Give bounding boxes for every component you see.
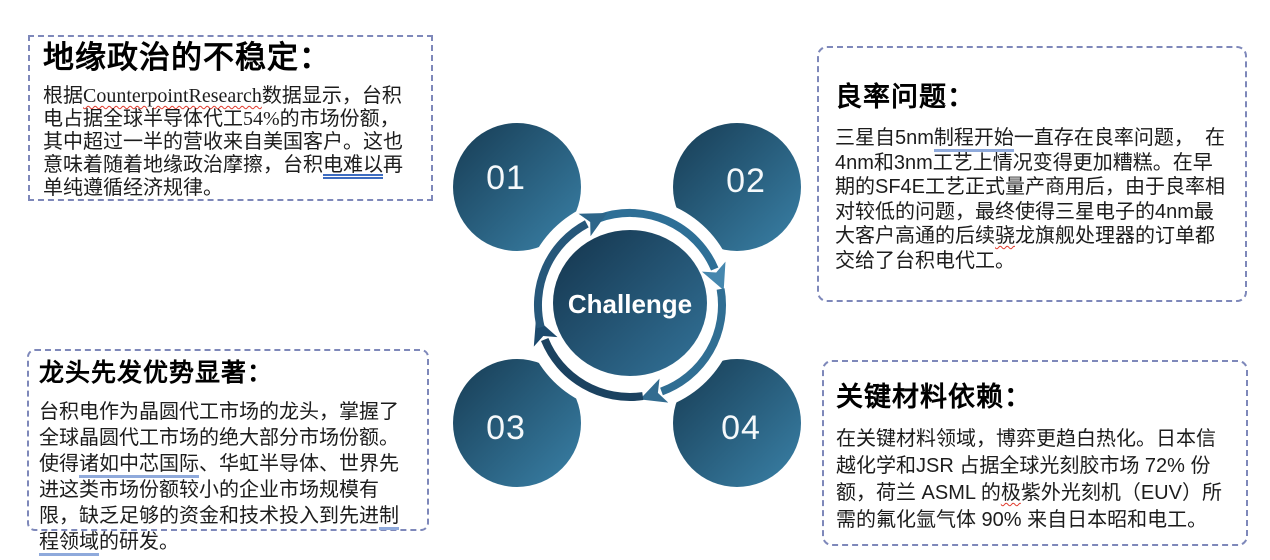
center-label: Challenge <box>568 289 692 319</box>
node-circle-01[interactable] <box>453 123 581 251</box>
challenge-box-leader-advantage[interactable]: 龙头先发优势显著： 台积电作为晶圆代工市场的龙头，掌握了全球晶圆代工市场的绝大部… <box>27 349 429 556</box>
body-text-segment: 的研发。 <box>99 531 179 553</box>
box-body: 台积电作为晶圆代工市场的龙头，掌握了全球晶圆代工市场的绝大部分市场份额。使得诸如… <box>39 399 417 556</box>
box-body: 三星自5nm制程开始一直存在良率问题， 在4nm和3nm工艺上情况变得更加糟糕。… <box>835 126 1229 273</box>
spellcheck-flagged-text: CounterpointResearch <box>83 85 262 107</box>
node-circle-02[interactable] <box>673 123 801 251</box>
body-text-segment: 三星自5nm <box>835 127 934 149</box>
spellcheck-flagged-text: 极 <box>1000 482 1021 504</box>
body-text-segment: 根据 <box>43 85 83 107</box>
cycle-arrow-top <box>597 208 726 291</box>
challenge-box-key-materials[interactable]: 关键材料依赖： 在关键材料领域，博弈更趋白热化。日本信越化学和JSR 占据全球光… <box>822 360 1248 546</box>
box-body: 根据CounterpointResearch数据显示，台积电占据全球半导体代工5… <box>43 85 418 200</box>
body-text-segment: 一直存在良率问题， 在4nm和3nm工艺上情况变得更加糟糕。在早期的SF4E工艺… <box>835 127 1226 247</box>
box-title: 龙头先发优势显著： <box>39 360 274 387</box>
body-text-segment: 再单纯遵循经济规律。 <box>43 154 403 199</box>
grammar-flagged-text: 电难以 <box>323 154 383 176</box>
spellcheck-flagged-text: 骁 <box>995 225 1015 247</box>
cycle-arrow-bottom <box>533 318 644 401</box>
challenge-cycle-diagram: Challenge 01 02 03 04 <box>453 123 801 487</box>
center-shape[interactable] <box>553 230 707 376</box>
proofing-underlined-text: 制程开始 <box>933 127 1014 152</box>
node-number-02: 02 <box>726 162 766 200</box>
node-circle-04[interactable] <box>673 359 801 487</box>
challenge-box-geopolitical-instability[interactable]: 地缘政治的不稳定： 根据CounterpointResearch数据显示，台积电… <box>28 35 433 201</box>
node-number-04: 04 <box>721 409 761 447</box>
proofing-underlined-text: 诸如中芯国际 <box>79 453 199 478</box>
box-title: 良率问题： <box>835 82 975 112</box>
body-text-segment: 数据显示，台积电占据全球半导体代工54%的市场份额，其中超过一半的营收来自美国客… <box>43 85 403 176</box>
node-circle-03[interactable] <box>453 359 581 487</box>
box-body: 在关键材料领域，博弈更趋白热化。日本信越化学和JSR 占据全球光刻胶市场 72%… <box>836 426 1234 534</box>
challenge-box-yield-problem[interactable]: 良率问题： 三星自5nm制程开始一直存在良率问题， 在4nm和3nm工艺上情况变… <box>817 46 1247 302</box>
body-text-segment: 紫外光刻机（EUV）所需的氟化氩气体 90% 来自日本昭和电工。 <box>836 482 1222 531</box>
cycle-arrow-right <box>639 288 727 403</box>
node-number-03: 03 <box>486 409 526 447</box>
body-text-segment: 、华虹半导体、世界先进这类市场份额较小的企业市场规模有限，缺乏足够的资金和技术投… <box>39 453 399 527</box>
cycle-arrow-left <box>533 212 608 329</box>
node-number-01: 01 <box>486 159 526 197</box>
box-title: 地缘政治的不稳定： <box>43 40 331 75</box>
body-text-segment: 在关键材料领域，博弈更趋白热化。日本信越化学和JSR 占据全球光刻胶市场 72%… <box>836 428 1216 504</box>
body-text-segment: 台积电作为晶圆代工市场的龙头，掌握了全球晶圆代工市场的绝大部分市场份额。使得 <box>39 401 399 475</box>
box-title: 关键材料依赖： <box>836 382 1032 412</box>
body-text-segment: 龙旗舰处理器的订单都交给了台积电代工。 <box>835 225 1215 272</box>
proofing-underlined-text: 制程领域 <box>39 505 399 556</box>
